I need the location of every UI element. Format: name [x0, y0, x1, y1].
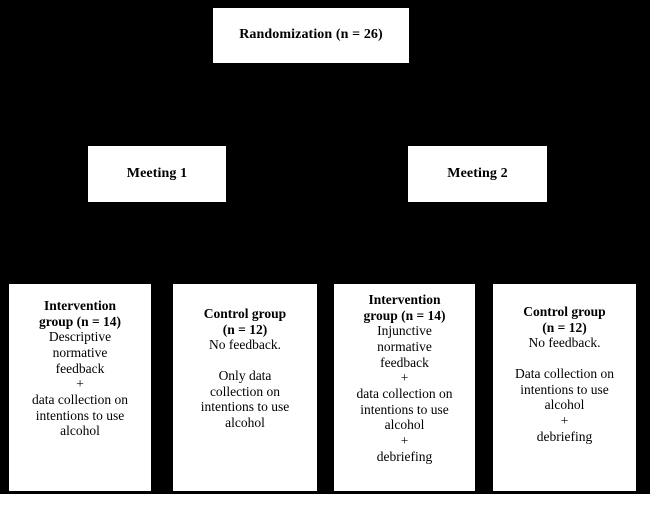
node-randomization-label: Randomization (n = 26): [239, 27, 383, 43]
arm-3-body-line-3: feedback: [380, 354, 429, 370]
arm-1-body-line-4: +: [76, 376, 84, 392]
arm-1-head-line-2: group (n = 14): [38, 313, 122, 329]
arm-4-body-line-4: intentions to use: [520, 381, 609, 397]
arm-3-body-line-1: Injunctive: [377, 323, 432, 339]
arm-1-body-line-7: alcohol: [60, 423, 100, 439]
arm-3-body-line-5: data collection on: [356, 385, 453, 401]
arm-4-body-line-6: +: [560, 412, 569, 428]
arm-4-body-line-1: No feedback.: [528, 335, 601, 351]
arm-2-body-line-5: intentions to use: [200, 399, 290, 415]
node-meeting-1: Meeting 1: [87, 145, 227, 203]
arm-4-body-line-3: Data collection on: [515, 365, 614, 381]
arm-4-body-line-5: alcohol: [544, 397, 585, 413]
node-arm-3: Intervention group (n = 14) Injunctive n…: [333, 283, 476, 492]
node-meeting-2: Meeting 2: [407, 145, 548, 203]
arm-4-head-line-1: Control group: [523, 304, 606, 319]
arm-2-body-line-1: No feedback.: [209, 337, 281, 353]
arm-2-body-line-6: alcohol: [225, 414, 265, 430]
arm-1-body-line-2: normative: [52, 344, 108, 360]
arm-1-body-line-1: Descriptive: [48, 329, 112, 345]
node-randomization: Randomization (n = 26): [212, 7, 410, 64]
arm-1-body-line-5: data collection on: [32, 391, 128, 407]
arm-3-body-line-4: +: [400, 370, 409, 386]
arm-4-body-line-7: debriefing: [536, 428, 593, 444]
arm-3-head-line-1: Intervention: [368, 292, 441, 307]
arm-2-body-line-4: collection on: [209, 383, 281, 399]
arm-4-head-line-2: (n = 12): [542, 319, 587, 335]
node-meeting-1-label: Meeting 1: [126, 165, 188, 181]
node-meeting-2-label: Meeting 2: [447, 165, 508, 181]
arm-2-head-line-1: Control group: [203, 306, 287, 321]
arm-2-body-line-3: Only data: [218, 367, 272, 383]
arm-3-head-line-2: group (n = 14): [363, 307, 446, 323]
arm-3-body-line-2: normative: [377, 338, 432, 354]
arm-3-body-line-6: intentions to use: [360, 401, 449, 417]
arm-1-body-line-3: feedback: [55, 360, 105, 376]
arm-2-head-line-2: (n = 12): [222, 321, 268, 337]
arm-1-body-line-6: intentions to use: [35, 407, 125, 423]
arm-3-body-line-7: alcohol: [384, 417, 425, 433]
node-arm-1: Intervention group (n = 14) Descriptive …: [8, 283, 152, 492]
arm-1-head-line-1: Intervention: [44, 298, 116, 313]
arm-3-body-line-9: debriefing: [376, 448, 433, 464]
node-arm-2: Control group (n = 12) No feedback. Only…: [172, 283, 318, 492]
node-arm-4: Control group (n = 12) No feedback. Data…: [492, 283, 637, 492]
arm-3-body-line-8: +: [400, 432, 409, 448]
